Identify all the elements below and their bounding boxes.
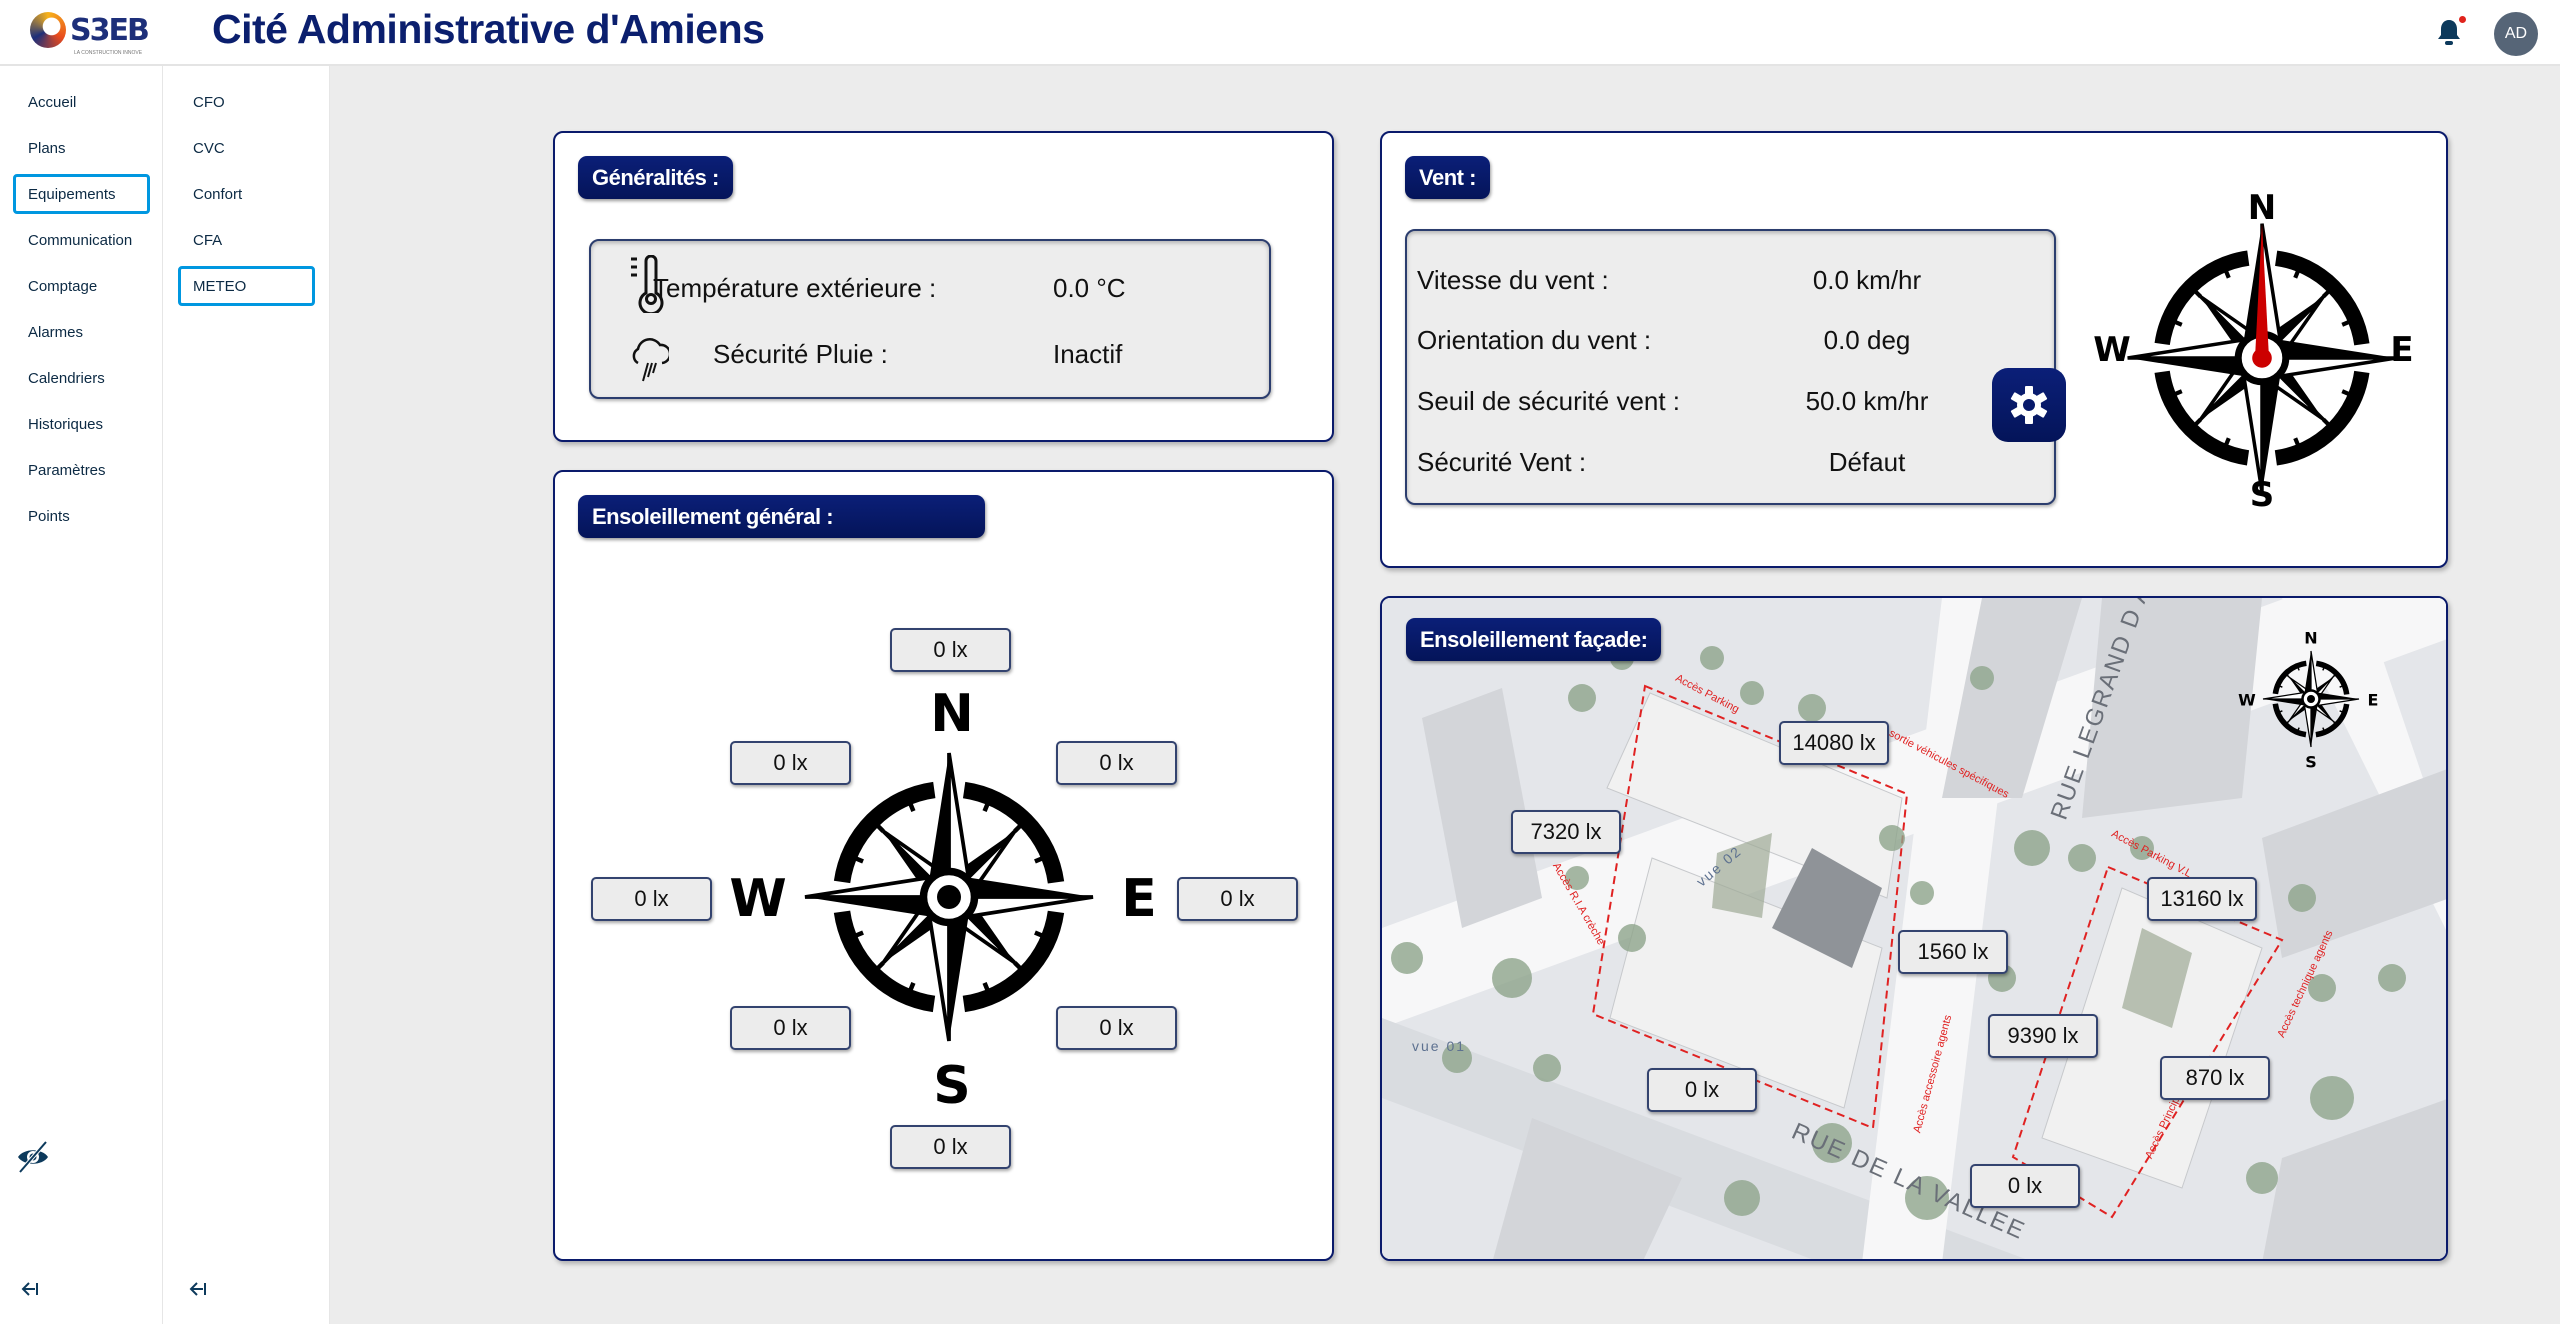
notification-bell-icon[interactable]: [2436, 16, 2466, 46]
lux-southeast: 0 lx: [1056, 1006, 1177, 1050]
lux-north: 0 lx: [890, 628, 1011, 672]
ensoleillement-facade-title: Ensoleillement façade:: [1406, 618, 1662, 661]
sidebar-item-plans[interactable]: Plans: [28, 139, 66, 157]
lux-south: 0 lx: [890, 1125, 1011, 1169]
subnav-item-cvc[interactable]: CVC: [193, 139, 225, 157]
compass-rose-icon: [2262, 650, 2360, 748]
logo[interactable]: S3EB LA CONSTRUCTION INNOVE: [30, 12, 150, 56]
rain-label: Sécurité Pluie :: [713, 339, 888, 369]
sidebar-item-historiques[interactable]: Historiques: [28, 415, 104, 433]
sidebar-item-calendriers[interactable]: Calendriers: [28, 369, 105, 387]
collapse-sidebar-icon[interactable]: [20, 1280, 40, 1303]
rain-cloud-icon: [629, 329, 672, 390]
map-label: vue 01: [1412, 1038, 1467, 1054]
logo-text: S3EB: [70, 12, 150, 48]
sidebar-item-points[interactable]: Points: [28, 507, 70, 525]
vent-title: Vent :: [1405, 156, 1490, 199]
compass-n: N: [930, 684, 974, 744]
sub-sidebar: CFO CVC Confort CFA METEO: [163, 66, 330, 1324]
subnav-item-confort[interactable]: Confort: [193, 185, 243, 203]
generalites-title: Généralités :: [578, 156, 733, 199]
compass-w: W: [2238, 690, 2256, 710]
compass-s: S: [933, 1056, 971, 1116]
compass-e: E: [1121, 869, 1157, 929]
logo-tagline: LA CONSTRUCTION INNOVE: [74, 50, 143, 56]
sidebar-item-parametres[interactable]: Paramètres: [28, 461, 106, 479]
temperature-value: 0.0 °C: [1053, 273, 1126, 303]
sidebar-item-accueil[interactable]: Accueil: [28, 93, 77, 111]
wind-orientation-label: Orientation du vent :: [1417, 325, 1652, 355]
compass-w: W: [729, 869, 787, 929]
wind-compass: [2122, 218, 2402, 498]
vent-panel: Vent : Vitesse du vent : 0.0 km/hr Orien…: [1380, 131, 2448, 568]
facade-lux-value: 0 lx: [1970, 1164, 2080, 1208]
collapse-subnav-icon[interactable]: [188, 1280, 208, 1303]
facade-lux-value: 1560 lx: [1898, 930, 2008, 974]
gear-icon: [2010, 386, 2048, 424]
header: S3EB LA CONSTRUCTION INNOVE Cité Adminis…: [0, 0, 2560, 66]
rain-value: Inactif: [1053, 339, 1123, 369]
compass-s: S: [2305, 752, 2317, 772]
sidebar-item-alarmes[interactable]: Alarmes: [28, 323, 84, 341]
notification-dot: [2459, 16, 2466, 23]
sidebar: Accueil Plans Equipements Communication …: [0, 66, 163, 1324]
thermometer-icon: [629, 254, 665, 318]
lux-east: 0 lx: [1177, 877, 1298, 921]
site-plan-map: [1382, 598, 2446, 1259]
wind-orientation-value: 0.0 deg: [1823, 325, 1911, 355]
generalites-box: Température extérieure : 0.0 °C Sécurité…: [589, 239, 1271, 399]
ensoleillement-facade-panel: RUE LEGRAND D A RUE DE LA VALLEE Accès P…: [1380, 596, 2448, 1261]
wind-speed-value: 0.0 km/hr: [1812, 265, 1922, 295]
facade-lux-value: 14080 lx: [1779, 721, 1889, 765]
wind-threshold-value: 50.0 km/hr: [1805, 386, 1929, 416]
page-title: Cité Administrative d'Amiens: [212, 6, 765, 52]
wind-speed-label: Vitesse du vent :: [1417, 265, 1609, 295]
map-compass: [2261, 649, 2361, 749]
lux-northwest: 0 lx: [730, 741, 851, 785]
lux-west: 0 lx: [591, 877, 712, 921]
facade-lux-value: 9390 lx: [1988, 1014, 2098, 1058]
compass-n: N: [2304, 628, 2318, 648]
compass-n: N: [2247, 188, 2277, 228]
ensoleillement-general-panel: Ensoleillement général : N S W E 0 lx 0 …: [553, 470, 1334, 1261]
eye-slash-icon[interactable]: [16, 1139, 50, 1180]
temperature-label: Température extérieure :: [653, 273, 937, 303]
wind-settings-button[interactable]: [1992, 368, 2066, 442]
facade-lux-value: 13160 lx: [2147, 877, 2257, 921]
avatar[interactable]: AD: [2494, 12, 2538, 56]
sidebar-item-equipements[interactable]: Equipements: [13, 174, 150, 214]
compass-e: E: [2390, 330, 2414, 370]
facade-lux-value: 0 lx: [1647, 1068, 1757, 1112]
generalites-panel: Généralités : Température extérieure : 0…: [553, 131, 1334, 442]
compass-s: S: [2249, 475, 2275, 515]
facade-lux-value: 870 lx: [2160, 1056, 2270, 1100]
compass-rose-icon: [2127, 223, 2397, 493]
subnav-item-cfa[interactable]: CFA: [193, 231, 223, 249]
compass-e: E: [2367, 690, 2379, 710]
wind-threshold-label: Seuil de sécurité vent :: [1417, 386, 1681, 416]
sidebar-item-comptage[interactable]: Comptage: [28, 277, 98, 295]
compass-w: W: [2093, 330, 2131, 370]
facade-lux-value: 7320 lx: [1511, 810, 1621, 854]
ensoleillement-general-title: Ensoleillement général :: [578, 495, 985, 538]
wind-security-label: Sécurité Vent :: [1417, 447, 1587, 477]
vent-box: Vitesse du vent : 0.0 km/hr Orientation …: [1405, 229, 2066, 505]
lux-northeast: 0 lx: [1056, 741, 1177, 785]
subnav-item-cfo[interactable]: CFO: [193, 93, 225, 111]
sun-compass: [799, 747, 1099, 1047]
logo-mark-icon: [30, 12, 66, 48]
compass-rose-icon: [804, 752, 1094, 1042]
lux-southwest: 0 lx: [730, 1006, 851, 1050]
subnav-item-meteo[interactable]: METEO: [178, 266, 315, 306]
wind-security-value: Défaut: [1828, 447, 1906, 477]
sidebar-item-communication[interactable]: Communication: [28, 231, 133, 249]
